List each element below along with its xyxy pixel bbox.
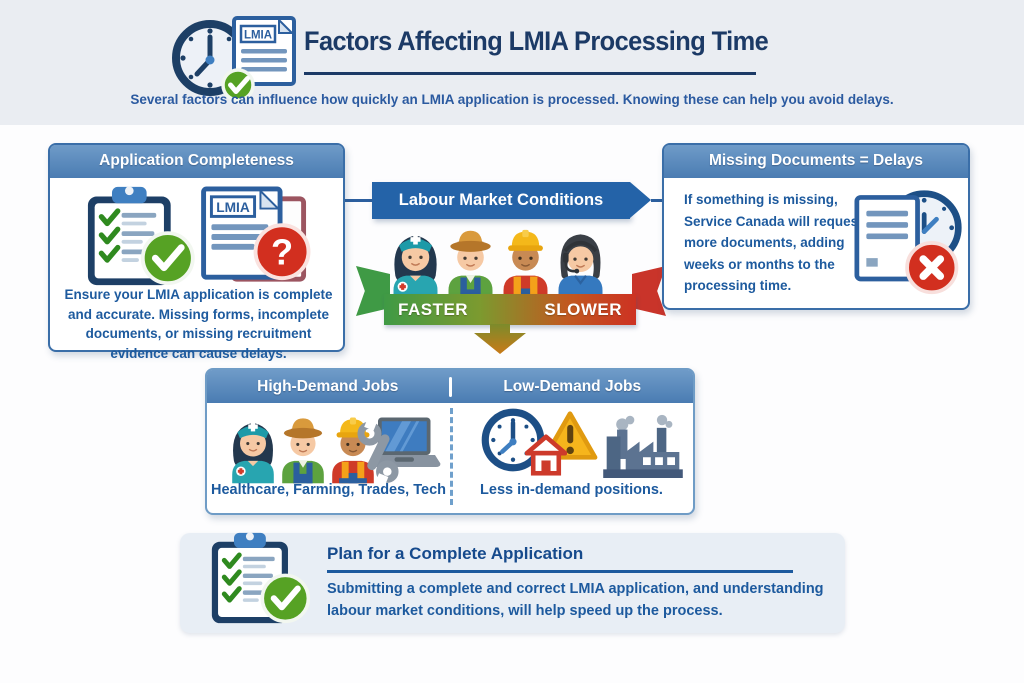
- lmia-label: LMIA: [216, 200, 250, 215]
- application-completeness-title: Application Completeness: [50, 145, 343, 178]
- wrench-icon: [355, 422, 401, 484]
- application-completeness-box: Application Completeness LMIA ? Ensure y…: [48, 143, 345, 361]
- slower-label: SLOWER: [544, 299, 622, 319]
- faster-slower-ribbon: FASTER SLOWER: [384, 294, 636, 325]
- nurse-avatar: [227, 410, 279, 484]
- header-divider-bar: [448, 376, 452, 397]
- high-demand-title: High-Demand Jobs: [257, 378, 399, 395]
- ribbon-tail-right: [632, 266, 666, 316]
- x-mark: [919, 255, 945, 280]
- job-demand-header: High-Demand Jobs Low-Demand Jobs: [207, 370, 693, 403]
- lmia-document-question-icon: LMIA ?: [201, 186, 311, 282]
- clock-document-check-icon: LMIA: [172, 16, 296, 102]
- farmer-avatar: [443, 221, 498, 301]
- high-demand-caption: Healthcare, Farming, Trades, Tech: [210, 482, 447, 498]
- page-subtitle: Several factors can influence how quickl…: [130, 92, 894, 107]
- header-band: [0, 0, 1024, 125]
- clipboard-checklist-icon: [203, 522, 311, 634]
- construction-worker-avatar: [498, 221, 553, 301]
- red-question-circle: [253, 223, 311, 281]
- page-title: Factors Affecting LMIA Processing Time: [304, 26, 769, 56]
- house-icon: [525, 434, 567, 476]
- application-completeness-body: Ensure your LMIA application is complete…: [64, 287, 333, 361]
- farmer-avatar: [277, 410, 329, 484]
- missing-documents-title: Missing Documents = Delays: [664, 145, 968, 178]
- lmia-label: LMIA: [244, 30, 272, 42]
- connector-left: [345, 199, 372, 202]
- question-mark: ?: [271, 231, 293, 272]
- title-rule: [304, 72, 756, 75]
- plan-title: Plan for a Complete Application: [327, 544, 584, 563]
- support-agent-avatar: [553, 221, 608, 301]
- connector-right: [651, 199, 662, 202]
- document-clock-icon: [854, 190, 962, 295]
- low-demand-caption: Less in-demand positions.: [480, 482, 663, 498]
- plan-title-rule: [327, 570, 793, 573]
- labour-market-banner-title: Labour Market Conditions: [398, 191, 604, 209]
- plan-body: Submitting a complete and correct LMIA a…: [327, 581, 824, 619]
- low-demand-title: Low-Demand Jobs: [503, 378, 642, 395]
- down-arrow-icon: [474, 324, 526, 354]
- missing-documents-box: Missing Documents = Delays If something …: [662, 143, 970, 310]
- nurse-avatar: [388, 221, 443, 301]
- faster-label: FASTER: [398, 299, 469, 319]
- job-demand-box: High-Demand Jobs Low-Demand Jobs Healthc…: [205, 368, 695, 515]
- factory-icon: [599, 414, 687, 478]
- labour-market-banner: Labour Market Conditions: [372, 182, 651, 219]
- clipboard-checklist-icon: [78, 185, 196, 287]
- dashed-divider: [450, 408, 453, 505]
- missing-documents-body: If something is missing, Service Canada …: [684, 192, 863, 293]
